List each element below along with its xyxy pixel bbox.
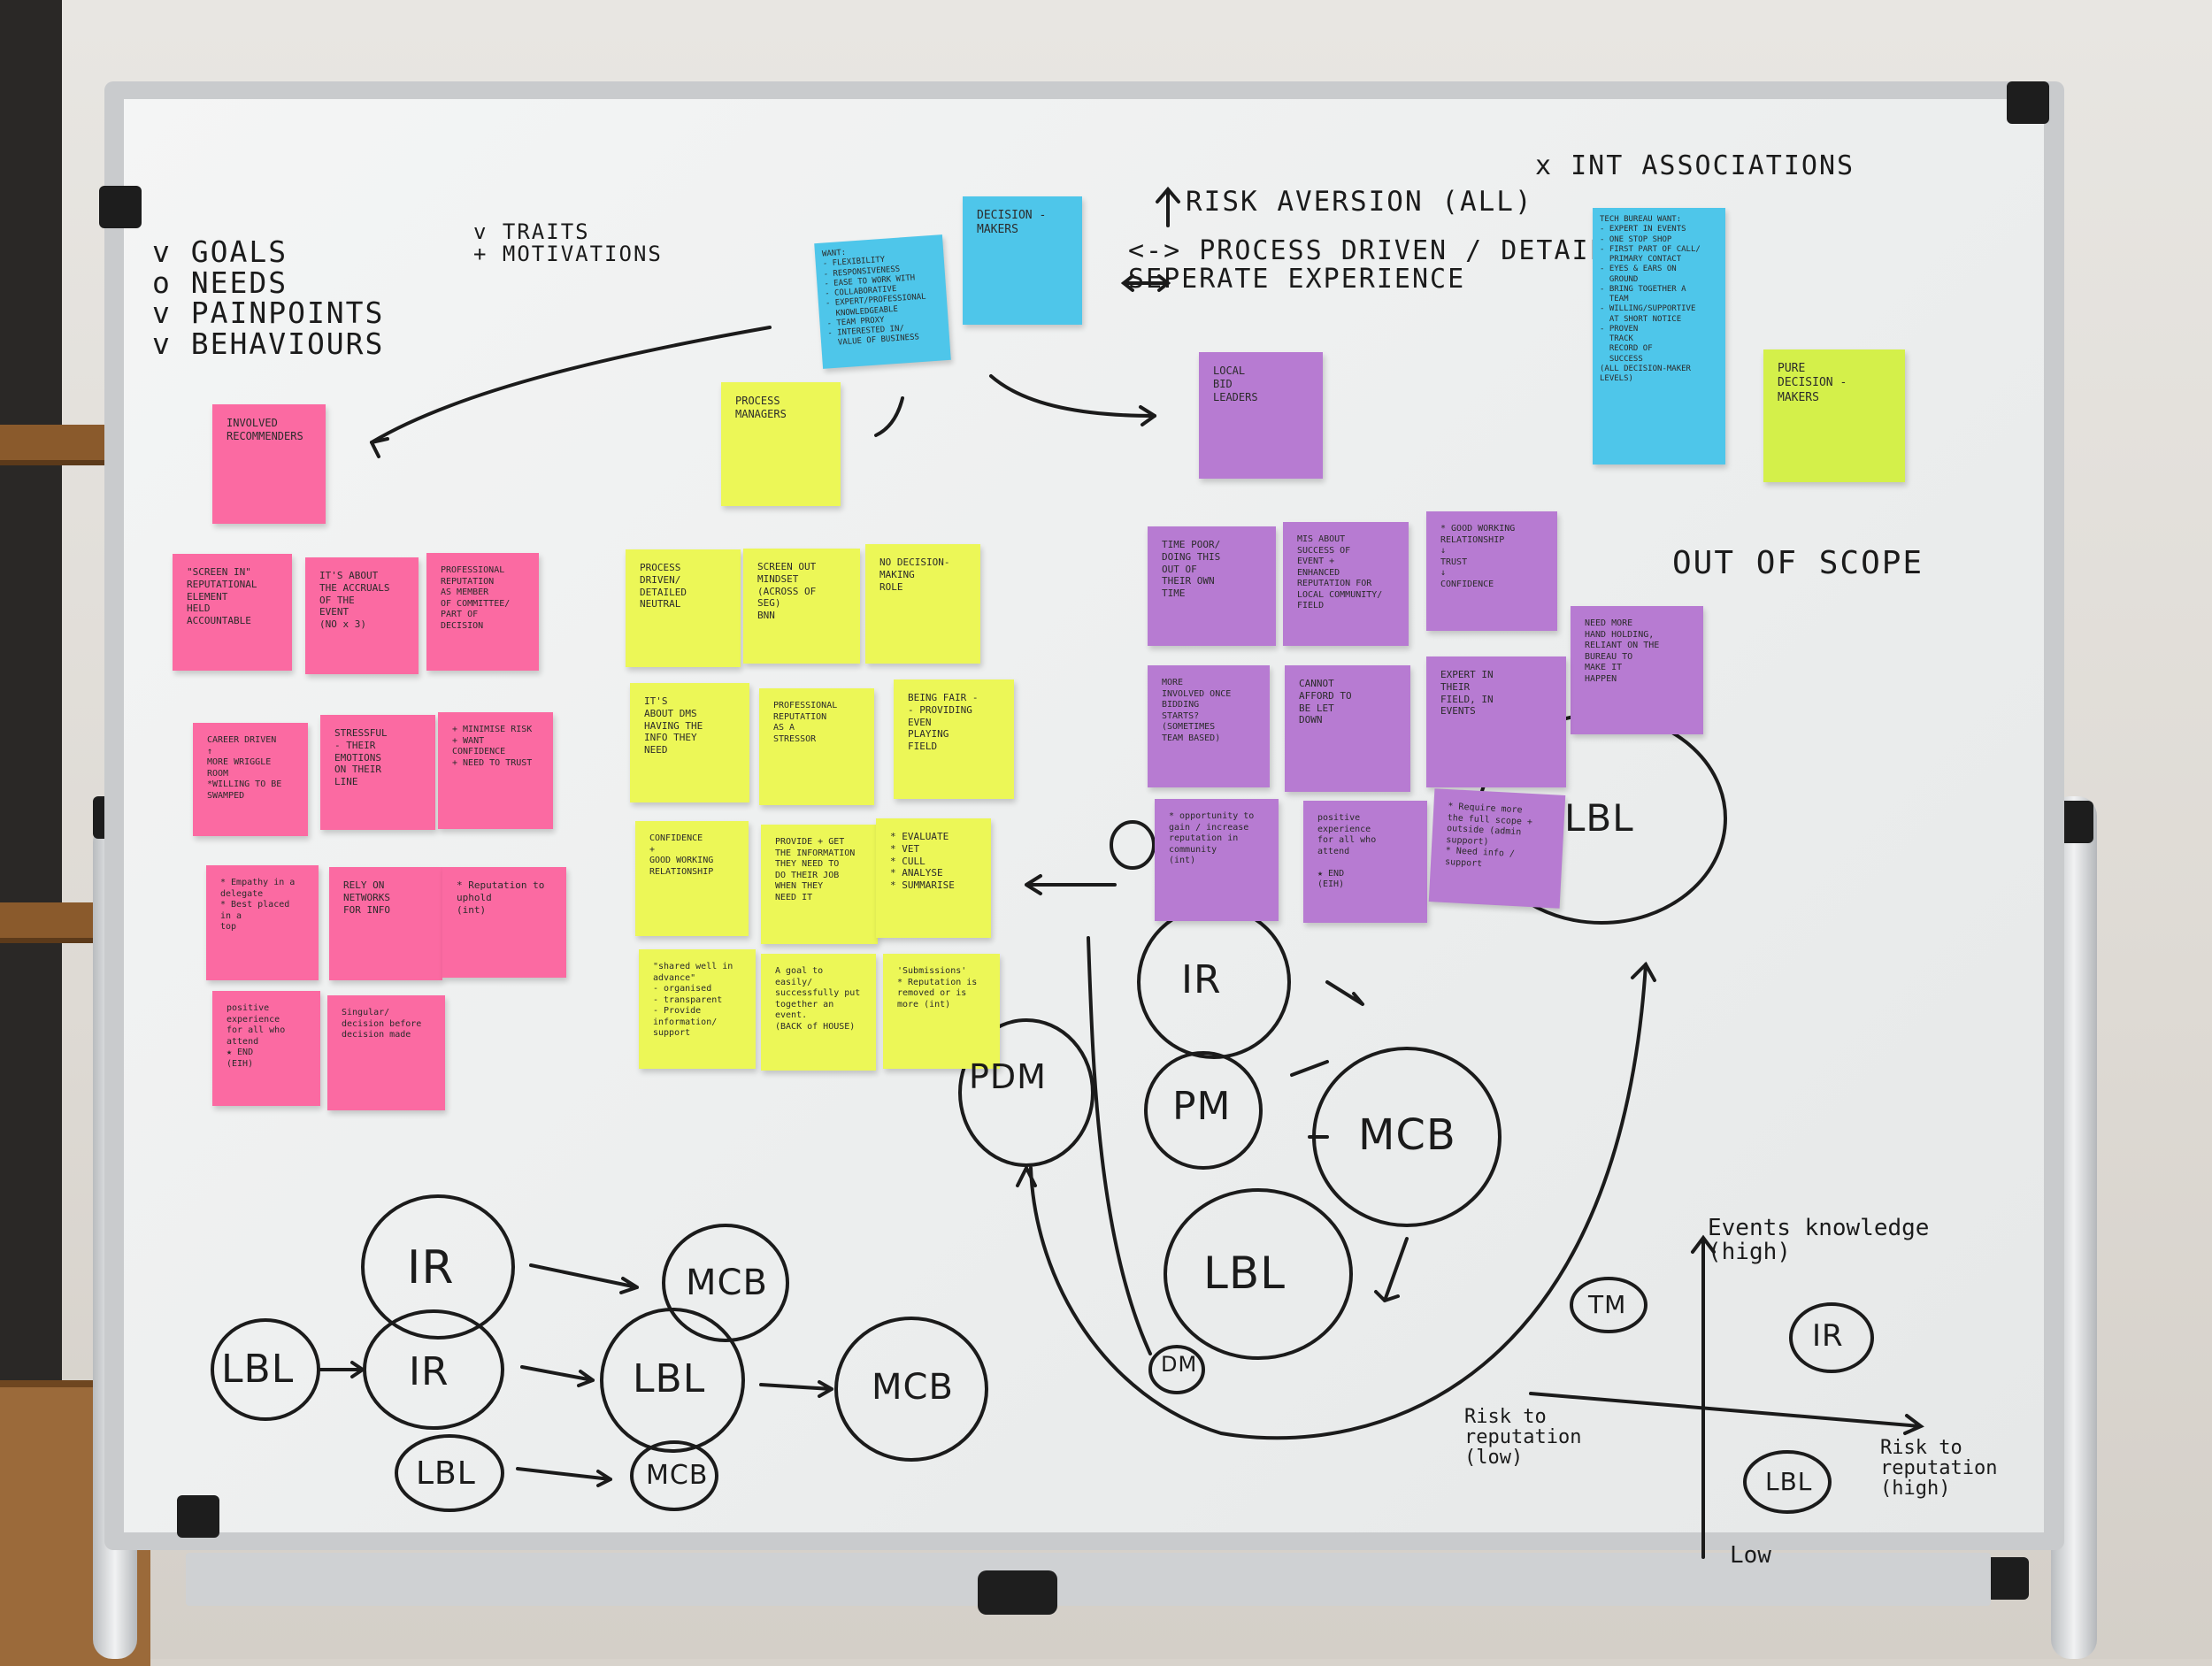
- axis-y-bottom: Low: [1730, 1542, 1771, 1569]
- heading-out-of-scope: OUT OF SCOPE: [1672, 545, 1924, 581]
- note-persona-lbl: LOCAL BID LEADERS: [1199, 352, 1323, 479]
- note-pink-3: PROFESSIONAL REPUTATION AS MEMBER OF COM…: [426, 553, 539, 671]
- label-ir-right: IR: [1812, 1318, 1844, 1354]
- note-pink-8: RELY ON NETWORKS FOR INFO: [329, 867, 442, 980]
- loop-curve: [1029, 963, 1647, 1440]
- circle-mcb-bottom: [630, 1440, 718, 1511]
- axis-x-right: Risk to reputation (high): [1880, 1437, 1998, 1501]
- note-persona-want: WANT: - FLEXIBILITY - RESPONSIVENESS - E…: [814, 234, 951, 369]
- label-ir-top: IR: [1181, 957, 1222, 1002]
- note-yellow-4: IT'S ABOUT DMS HAVING THE INFO THEY NEED: [630, 683, 749, 802]
- note-pink-1: "SCREEN IN" REPUTATIONAL ELEMENT HELD AC…: [173, 554, 292, 671]
- note-pink-4: CAREER DRIVEN ↑ MORE WRIGGLE ROOM *WILLI…: [193, 723, 308, 836]
- circle-dm-small: [1148, 1345, 1205, 1394]
- circle-ir-right: [1789, 1302, 1874, 1373]
- note-pink-9: * Reputation to uphold (int): [442, 867, 566, 978]
- note-yellow-3: NO DECISION- MAKING ROLE: [865, 544, 980, 664]
- label-lbl-mid: LBL: [1203, 1248, 1286, 1299]
- frame-corner: [177, 1495, 219, 1538]
- circle-ir-left: [361, 1194, 515, 1340]
- note-purple-1: TIME POOR/ DOING THIS OUT OF THEIR OWN T…: [1148, 526, 1276, 646]
- label-mcb-bottom: MCB: [646, 1460, 709, 1491]
- arrow-to-pm: [874, 396, 904, 437]
- label-pm: PM: [1172, 1084, 1232, 1129]
- circle-mcb-far: [834, 1317, 988, 1462]
- note-pink-5: STRESSFUL - THEIR EMOTIONS ON THEIR LINE: [320, 715, 435, 830]
- label-lbl-right: LBL: [1564, 796, 1634, 840]
- note-yellow-2: SCREEN OUT MINDSET (ACROSS OF SEG) BNN: [743, 549, 860, 664]
- arrow-to-lbl: [989, 374, 1156, 418]
- note-purple-10: * Require more the full scope + outside …: [1428, 788, 1566, 909]
- heading-int: x INT ASSOCIATIONS: [1535, 150, 1855, 181]
- label-pdm: PDM: [969, 1057, 1047, 1096]
- label-tm: TM: [1588, 1290, 1627, 1319]
- note-purple-2: MIS ABOUT SUCCESS OF EVENT + ENHANCED RE…: [1283, 522, 1409, 646]
- note-tech-bureau: TECH BUREAU WANT: - EXPERT IN EVENTS - O…: [1593, 208, 1725, 464]
- note-purple-7: EXPERT IN THEIR FIELD, IN EVENTS: [1426, 656, 1566, 787]
- circle-pm: [1144, 1051, 1263, 1170]
- note-purple-4: NEED MORE HAND HOLDING, RELIANT ON THE B…: [1571, 606, 1703, 734]
- circle-lbl-bottom: [395, 1434, 504, 1512]
- heading-risk: RISK AVERSION (ALL): [1186, 186, 1533, 218]
- note-pink-6: + MINIMISE RISK + WANT CONFIDENCE + NEED…: [438, 712, 553, 829]
- label-lbl-center: LBL: [633, 1356, 706, 1401]
- note-purple-6: CANNOT AFFORD TO BE LET DOWN: [1285, 665, 1410, 792]
- note-purple-9: positive experience for all who attend ★…: [1303, 801, 1427, 923]
- note-yellow-7: CONFIDENCE + GOOD WORKING RELATIONSHIP: [635, 821, 749, 936]
- label-lbl-quad: LBL: [1765, 1467, 1813, 1496]
- note-pink-7: * Empathy in a delegate * Best placed in…: [206, 865, 319, 980]
- heading-traits: v TRAITS + MOTIVATIONS: [473, 219, 663, 267]
- label-dm-small: DM: [1161, 1352, 1198, 1377]
- heading-process: <-> PROCESS DRIVEN / DETAILED SEPERATE E…: [1128, 235, 1643, 295]
- note-persona-dm: DECISION - MAKERS: [963, 196, 1082, 325]
- note-yellow-8: PROVIDE + GET THE INFORMATION THEY NEED …: [761, 825, 878, 944]
- y-axis: [1691, 1234, 1716, 1559]
- lightbulb-icon: [1110, 820, 1156, 870]
- label-mcb-left: MCB: [686, 1263, 768, 1303]
- label-lbl-bottom: LBL: [416, 1455, 476, 1492]
- arrow-to-ir: [370, 326, 772, 444]
- note-pink-11: Singular/ decision before decision made: [327, 995, 445, 1110]
- label-ir-left2: IR: [409, 1349, 449, 1394]
- label-lbl-left: LBL: [221, 1347, 295, 1392]
- note-pink-10: positive experience for all who attend ★…: [212, 991, 320, 1106]
- note-persona-ir: INVOLVED RECOMMENDERS: [212, 404, 326, 524]
- label-ir-left: IR: [407, 1241, 455, 1294]
- note-yellow-9: * EVALUATE * VET * CULL * ANALYSE * SUMM…: [876, 818, 991, 938]
- note-yellow-12: 'Submissions' * Reputation is removed or…: [883, 954, 1000, 1069]
- frame-corner: [1986, 1557, 2029, 1600]
- circle-tm: [1570, 1277, 1647, 1333]
- circle-lbl-quad: [1743, 1450, 1832, 1514]
- frame-corner: [99, 186, 142, 228]
- note-purple-5: MORE INVOLVED ONCE BIDDING STARTS? (SOME…: [1148, 665, 1270, 787]
- circle-lbl-center: [600, 1308, 745, 1453]
- note-yellow-5: PROFESSIONAL REPUTATION AS A STRESSOR: [759, 688, 874, 805]
- note-yellow-1: PROCESS DRIVEN/ DETAILED NEUTRAL: [626, 549, 741, 667]
- note-yellow-6: BEING FAIR - - PROVIDING EVEN PLAYING FI…: [894, 679, 1014, 799]
- shelf-board: [0, 425, 106, 465]
- note-pure-dm: PURE DECISION - MAKERS: [1763, 349, 1905, 482]
- label-mcb-far: MCB: [872, 1367, 954, 1408]
- note-yellow-11: A goal to easily/ successfully put toget…: [761, 954, 876, 1071]
- note-purple-8: * opportunity to gain / increase reputat…: [1155, 799, 1279, 921]
- heading-attributes: v GOALS o NEEDS v PAINPOINTS v BEHAVIOUR…: [152, 234, 385, 361]
- axis-y-top: Events knowledge (high): [1708, 1215, 1930, 1266]
- note-yellow-10: "shared well in advance" - organised - t…: [639, 949, 756, 1069]
- note-pink-2: IT'S ABOUT THE ACCRUALS OF THE EVENT (NO…: [305, 557, 419, 674]
- note-purple-3: * GOOD WORKING RELATIONSHIP ↓ TRUST ↓ CO…: [1426, 511, 1557, 631]
- eraser: [978, 1570, 1057, 1615]
- x-axis: [1529, 1392, 1924, 1435]
- note-persona-pm: PROCESS MANAGERS: [721, 382, 841, 506]
- circle-mcb-left: [662, 1224, 789, 1342]
- circle-lbl-mid: [1164, 1188, 1353, 1360]
- marker-tray: [186, 1553, 1991, 1606]
- shelf-board: [0, 902, 106, 943]
- label-mcb: MCB: [1358, 1110, 1456, 1160]
- axis-x-left: Risk to reputation (low): [1464, 1406, 1582, 1470]
- frame-corner: [2007, 81, 2049, 124]
